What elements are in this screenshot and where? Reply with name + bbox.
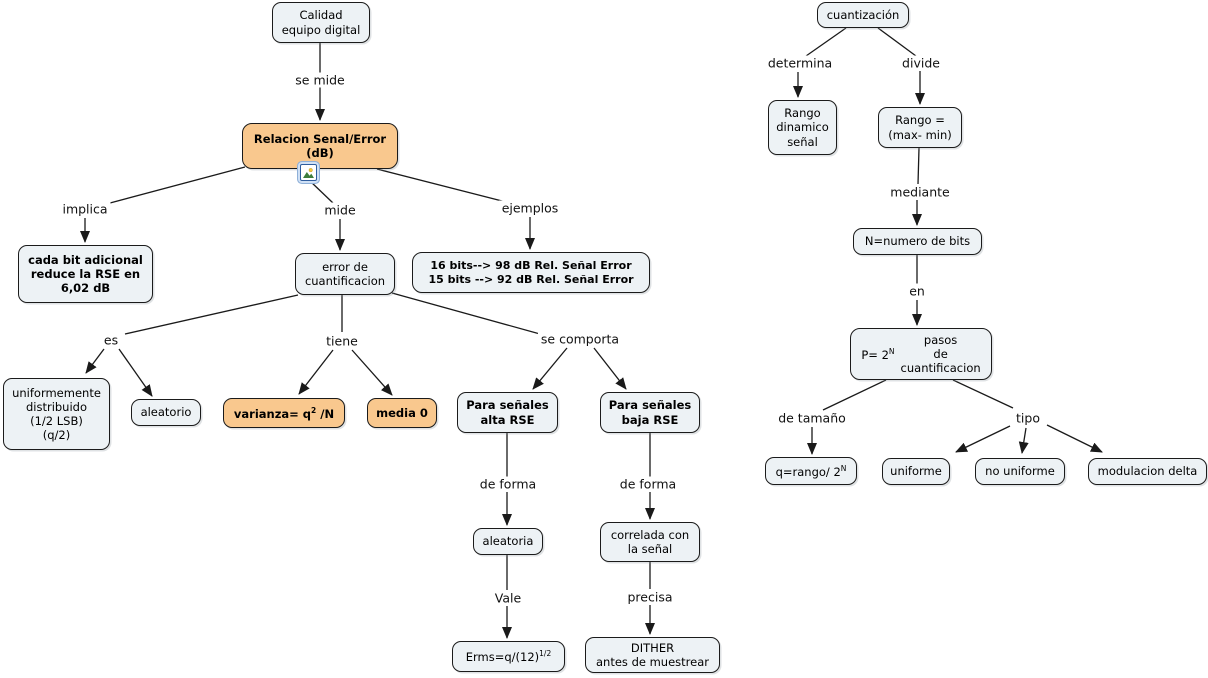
node-text-line: cuantización bbox=[826, 7, 900, 22]
node-text-line: Erms=q/(12)1/2 bbox=[466, 649, 551, 664]
node-correlada-con-la-senal[interactable]: correlada con la señal bbox=[600, 522, 700, 562]
node-text-line: dinamico bbox=[776, 120, 829, 135]
node-text-line: cuantificacion bbox=[900, 361, 981, 375]
formula-base: q=rango/ 2 bbox=[775, 464, 841, 479]
link-label-divide[interactable]: divide bbox=[899, 55, 943, 71]
node-n-numero-de-bits[interactable]: N=numero de bits bbox=[853, 228, 982, 255]
node-rango-max-min[interactable]: Rango = (max- min) bbox=[878, 107, 962, 148]
node-uniforme[interactable]: uniforme bbox=[882, 458, 950, 485]
node-text-line: error de bbox=[322, 259, 368, 274]
formula-superscript: N bbox=[840, 463, 847, 473]
node-text-line: Para señales bbox=[466, 398, 549, 413]
formula-base: P= 2 bbox=[861, 347, 889, 362]
node-text-line: de bbox=[933, 346, 948, 361]
node-varianza-formula[interactable]: varianza= q2 /N bbox=[223, 398, 345, 428]
link-label-ejemplos[interactable]: ejemplos bbox=[498, 200, 562, 216]
node-text-line: (max- min) bbox=[888, 127, 952, 142]
node-text-line: la señal bbox=[627, 542, 673, 556]
node-dither-antes-de-muestrear[interactable]: DITHER antes de muestrear bbox=[585, 637, 720, 673]
node-para-senales-alta-rse[interactable]: Para señales alta RSE bbox=[457, 392, 558, 433]
node-text-line: uniforme bbox=[890, 464, 942, 479]
node-text-line: distribuido bbox=[25, 399, 88, 414]
node-text-line: uniformemente bbox=[12, 385, 101, 400]
node-text-line: Rango = bbox=[895, 113, 945, 128]
link-label-de-tamano[interactable]: de tamaño bbox=[775, 410, 849, 426]
node-media-0[interactable]: media 0 bbox=[367, 398, 437, 428]
node-no-uniforme[interactable]: no uniforme bbox=[975, 458, 1065, 485]
link-label-vale[interactable]: Vale bbox=[491, 590, 525, 606]
node-text-line: aleatoria bbox=[482, 534, 534, 549]
node-text-line: media 0 bbox=[376, 405, 428, 420]
link-label-de-forma-alta[interactable]: de forma bbox=[476, 476, 540, 492]
node-calidad-equipo-digital[interactable]: Calidad equipo digital bbox=[272, 2, 370, 43]
node-text-line: Para señales bbox=[608, 398, 692, 413]
node-text-block: pasos de cuantificacion bbox=[901, 333, 981, 375]
node-text-line: q=rango/ 2N bbox=[776, 464, 847, 479]
node-text-line: antes de muestrear bbox=[596, 655, 709, 669]
node-text-line: N=numero de bits bbox=[864, 234, 971, 249]
node-text-line: cada bit adicional bbox=[28, 252, 143, 267]
node-text-line: señal bbox=[787, 134, 818, 149]
node-pasos-de-cuantificacion[interactable]: P= 2N pasos de cuantificacion bbox=[850, 328, 992, 380]
node-text-line: aleatorio bbox=[140, 405, 192, 420]
node-rango-dinamico-senal[interactable]: Rango dinamico señal bbox=[768, 100, 837, 155]
link-label-en[interactable]: en bbox=[906, 283, 928, 299]
link-label-precisa[interactable]: precisa bbox=[624, 589, 676, 605]
node-text-line: (q/2) bbox=[42, 428, 71, 443]
link-label-mediante[interactable]: mediante bbox=[887, 184, 953, 200]
node-relacion-senal-error[interactable]: Relacion Senal/Error (dB) bbox=[242, 123, 398, 169]
node-text-line: (1/2 LSB) bbox=[30, 414, 83, 428]
node-text-line: 6,02 dB bbox=[60, 281, 111, 295]
node-erms-formula[interactable]: Erms=q/(12)1/2 bbox=[452, 641, 565, 672]
node-text-line: (dB) bbox=[306, 146, 334, 160]
node-text-line: P= 2N bbox=[861, 347, 894, 362]
plain-connector-lines bbox=[109, 27, 1014, 590]
node-cada-bit-adicional[interactable]: cada bit adicional reduce la RSE en 6,02… bbox=[18, 245, 153, 303]
node-text-line: Rango bbox=[784, 106, 821, 121]
node-text-line: cuantificacion bbox=[304, 274, 386, 288]
node-uniformemente-distribuido[interactable]: uniformemente distribuido (1/2 LSB) (q/2… bbox=[3, 378, 110, 450]
link-label-tiene[interactable]: tiene bbox=[323, 333, 361, 349]
node-text-line: Relacion Senal/Error bbox=[253, 131, 387, 146]
node-text-line: varianza= q2 /N bbox=[234, 406, 334, 421]
link-label-se-comporta[interactable]: se comporta bbox=[537, 331, 623, 347]
node-text-line: pasos bbox=[923, 332, 958, 347]
node-text-line: Calidad bbox=[299, 8, 343, 23]
node-modulacion-delta[interactable]: modulacion delta bbox=[1088, 458, 1207, 485]
formula-superscript: 2 bbox=[311, 405, 317, 415]
formula-base: /N bbox=[316, 406, 335, 421]
link-label-tipo[interactable]: tipo bbox=[1013, 410, 1043, 426]
formula-superscript: N bbox=[888, 346, 895, 356]
node-error-de-cuantificacion[interactable]: error de cuantificacion bbox=[295, 253, 395, 295]
node-cuantizacion[interactable]: cuantización bbox=[817, 2, 909, 28]
node-text-line: 16 bits--> 98 dB Rel. Señal Error bbox=[430, 259, 632, 273]
link-label-determina[interactable]: determina bbox=[764, 55, 836, 71]
link-label-implica[interactable]: implica bbox=[59, 201, 111, 217]
node-text-line: correlada con bbox=[610, 527, 690, 542]
node-text-line: modulacion delta bbox=[1097, 464, 1198, 479]
image-icon-glyph bbox=[303, 168, 314, 178]
node-para-senales-baja-rse[interactable]: Para señales baja RSE bbox=[600, 392, 700, 433]
formula-superscript: 1/2 bbox=[539, 649, 552, 659]
node-aleatoria[interactable]: aleatoria bbox=[473, 528, 543, 555]
formula-base: varianza= q bbox=[233, 406, 312, 421]
link-label-es[interactable]: es bbox=[100, 332, 122, 348]
image-icon[interactable] bbox=[300, 164, 317, 181]
node-text-line: equipo digital bbox=[281, 22, 361, 37]
node-text-line: baja RSE bbox=[621, 412, 679, 427]
node-text-line: DITHER bbox=[630, 640, 675, 655]
node-text-line: reduce la RSE en bbox=[30, 266, 141, 281]
node-text-line: alta RSE bbox=[480, 412, 535, 427]
node-text-line: no uniforme bbox=[985, 464, 1055, 479]
link-label-de-forma-baja[interactable]: de forma bbox=[616, 476, 680, 492]
link-label-mide[interactable]: mide bbox=[321, 202, 359, 218]
node-ejemplos-16-15-bits[interactable]: 16 bits--> 98 dB Rel. Señal Error 15 bit… bbox=[412, 252, 650, 293]
node-q-rango-formula[interactable]: q=rango/ 2N bbox=[765, 457, 857, 485]
node-aleatorio[interactable]: aleatorio bbox=[131, 399, 201, 426]
node-text-line: 15 bits --> 92 dB Rel. Señal Error bbox=[428, 272, 634, 286]
link-label-se-mide[interactable]: se mide bbox=[292, 72, 348, 88]
formula-base: Erms=q/(12) bbox=[465, 649, 540, 664]
